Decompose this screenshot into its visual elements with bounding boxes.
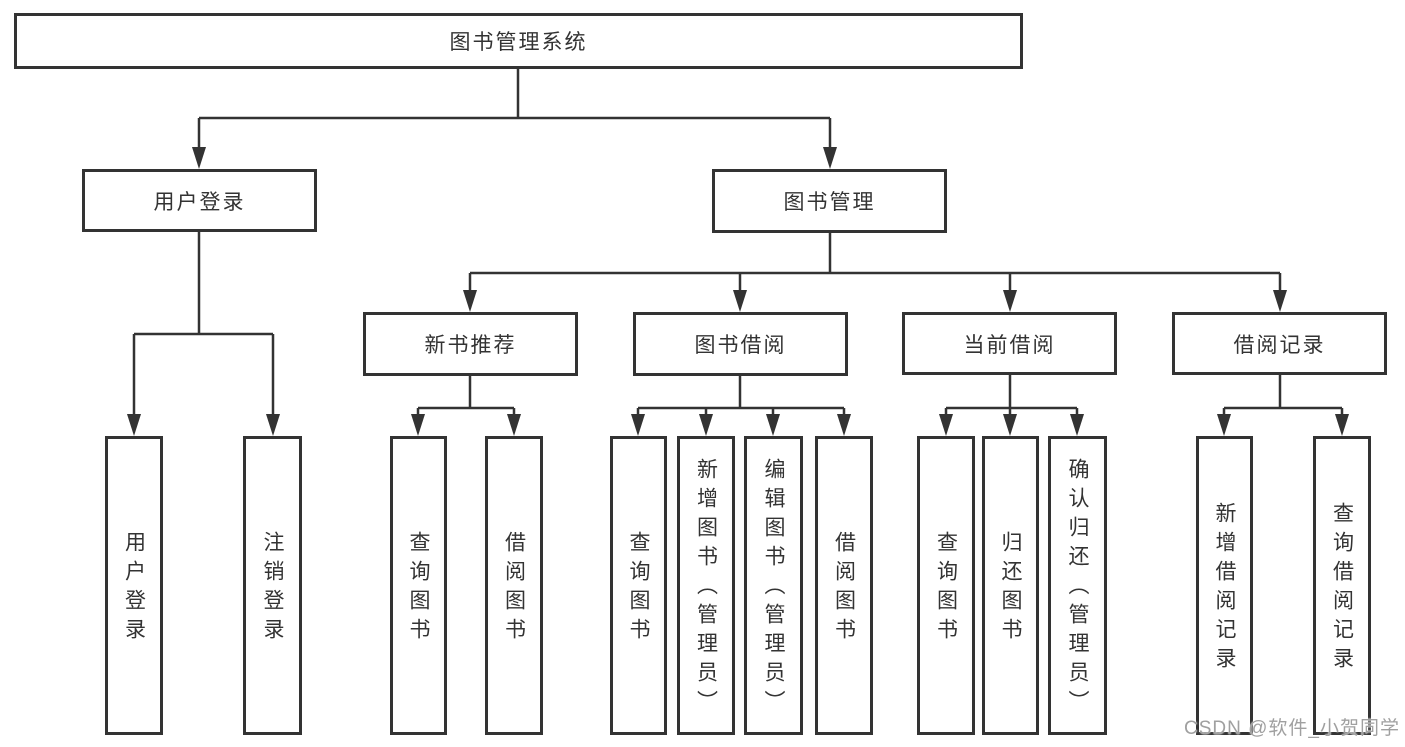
leaf-return-books: 归还图书 <box>982 436 1039 735</box>
node-root: 图书管理系统 <box>14 13 1023 69</box>
watermark-text: CSDN @软件_小贺同学 <box>1184 718 1400 739</box>
node-book-management: 图书管理 <box>712 169 947 233</box>
leaf-logout: 注销登录 <box>243 436 302 735</box>
leaf-query-borrow-record: 查询借阅记录 <box>1313 436 1371 735</box>
node-borrowing-records: 借阅记录 <box>1172 312 1387 375</box>
node-book-borrowing: 图书借阅 <box>633 312 848 376</box>
node-new-book-recommendation: 新书推荐 <box>363 312 578 376</box>
leaf-query-books-current: 查询图书 <box>917 436 975 735</box>
leaf-confirm-return-admin: 确认归还（管理员） <box>1048 436 1107 735</box>
leaf-borrow-books: 借阅图书 <box>815 436 873 735</box>
leaf-query-books-recommend: 查询图书 <box>390 436 447 735</box>
leaf-add-books-admin: 新增图书（管理员） <box>677 436 735 735</box>
leaf-edit-books-admin: 编辑图书（管理员） <box>744 436 803 735</box>
leaf-user-login: 用户登录 <box>105 436 163 735</box>
leaf-query-books-borrow: 查询图书 <box>610 436 667 735</box>
leaf-borrow-books-recommend: 借阅图书 <box>485 436 543 735</box>
leaf-add-borrow-record: 新增借阅记录 <box>1196 436 1253 735</box>
node-user-login: 用户登录 <box>82 169 317 232</box>
node-current-borrowing: 当前借阅 <box>902 312 1117 375</box>
